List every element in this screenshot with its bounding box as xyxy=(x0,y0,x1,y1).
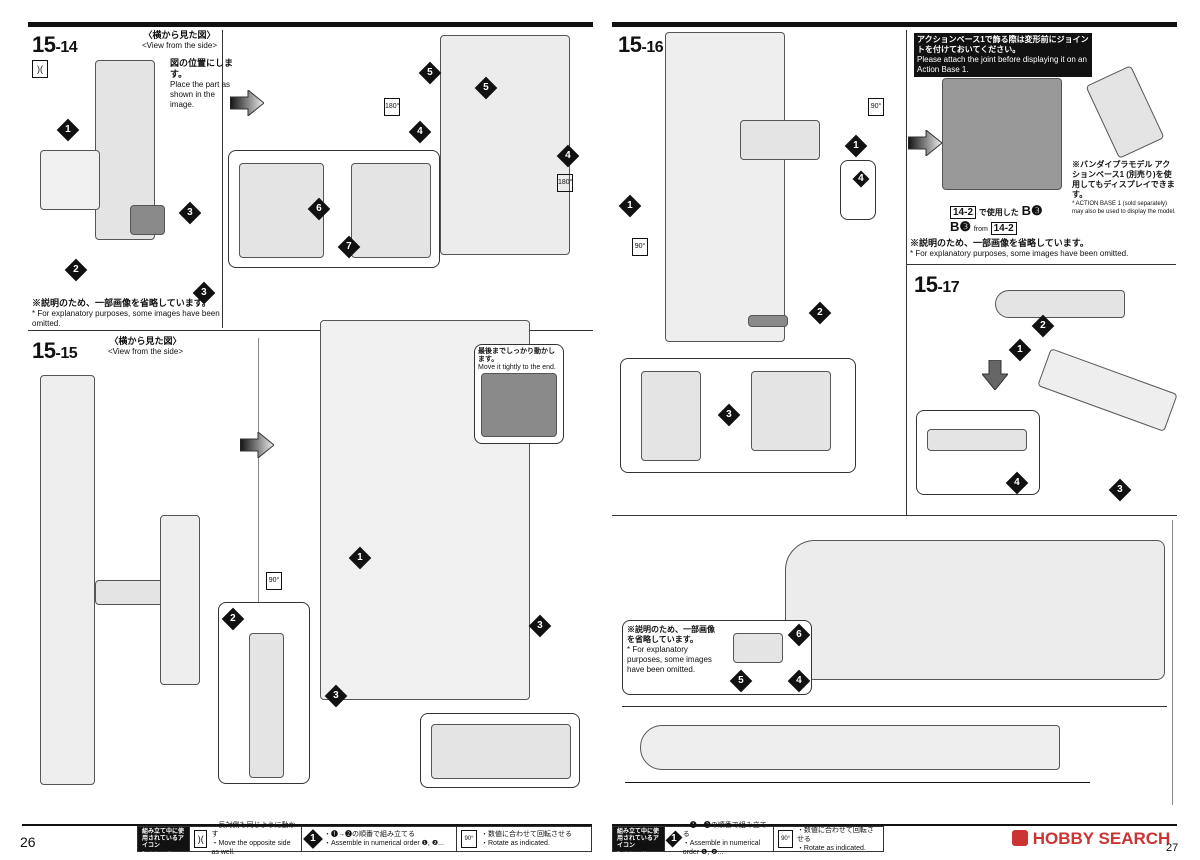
part-illustration xyxy=(40,150,100,210)
view-caption: 〈横から見た図〉<View from the side> xyxy=(142,30,218,51)
next-arrow-icon xyxy=(908,130,942,156)
part-illustration xyxy=(40,375,95,785)
action-base-joint xyxy=(1085,65,1165,159)
rotate-icon: 90° xyxy=(266,572,282,590)
part-illustration xyxy=(351,163,431,258)
step-marker-1: 1 xyxy=(56,118,80,142)
part-illustration xyxy=(740,120,820,160)
move-opposite-icon: )( xyxy=(32,60,48,78)
part-illustration xyxy=(665,32,785,342)
step-marker-3: 3 xyxy=(717,403,741,427)
divider xyxy=(906,264,1176,265)
step-marker-2: 2 xyxy=(808,301,832,325)
next-arrow-icon xyxy=(230,90,264,116)
divider xyxy=(612,515,1177,516)
logo-icon xyxy=(1012,830,1028,846)
ground-line xyxy=(625,782,1090,783)
next-arrow-icon xyxy=(240,432,274,458)
part-illustration xyxy=(927,429,1027,451)
rotate-icon: 180° xyxy=(384,98,400,116)
view-caption: 〈横から見た図〉<View from the side> xyxy=(108,336,184,356)
detail-inset: 6 7 xyxy=(228,150,440,268)
rotate-icon: 90° xyxy=(778,830,793,848)
step-marker-2: 2 xyxy=(221,607,245,631)
watermark-logo: HOBBY SEARCH xyxy=(1012,829,1170,849)
part-illustration xyxy=(785,540,1165,680)
page-number: 26 xyxy=(20,834,36,850)
rotate-icon: 180° xyxy=(557,174,573,192)
detail-inset xyxy=(420,713,580,788)
part-illustration xyxy=(1037,348,1178,432)
footer-rule xyxy=(612,824,1177,826)
step-marker-2: 2 xyxy=(1031,314,1055,338)
step-marker-2: 2 xyxy=(64,258,88,282)
action-base-notice: アクションベース1で飾る際は変形前にジョイントを付けておいてください。Pleas… xyxy=(914,33,1092,77)
rotate-icon: 90° xyxy=(461,830,477,848)
part-illustration xyxy=(748,315,788,327)
rotate-icon: 90° xyxy=(868,98,884,116)
rotate-icon: 90° xyxy=(632,238,648,256)
step-order-icon: 1 xyxy=(665,830,683,848)
detail-inset: 4 xyxy=(840,160,876,220)
callout: 図の位置にします。Place the part as shown in the … xyxy=(170,58,234,109)
part-photo xyxy=(942,78,1062,190)
step-number-15-14: 15-14 xyxy=(32,32,78,57)
part-illustration xyxy=(95,580,165,605)
part-illustration xyxy=(249,633,284,778)
part-illustration xyxy=(641,371,701,461)
part-illustration xyxy=(751,371,831,451)
omitted-note: ※説明のため、一部画像を省略しています。* For explanatory pu… xyxy=(32,298,220,328)
step-marker-4: 4 xyxy=(787,669,811,693)
step-marker-6: 6 xyxy=(787,623,811,647)
part-photo xyxy=(481,373,557,437)
step-marker-3: 3 xyxy=(528,614,552,638)
step-number-15-16: 15-16 xyxy=(618,32,664,57)
part-illustration xyxy=(640,725,1060,770)
step-marker-1: 1 xyxy=(844,134,868,158)
detail-inset: ※説明のため、一部画像を省略しています。* For explanatory pu… xyxy=(622,620,812,695)
action-base-note: ※バンダイプラモデル アクションベース1 (別売り)を使用してもディスプレイでき… xyxy=(1072,160,1176,215)
detail-inset: 2 xyxy=(218,602,310,784)
step-marker-4: 4 xyxy=(1005,471,1029,494)
omitted-note: ※説明のため、一部画像を省略しています。* For explanatory pu… xyxy=(910,238,1129,258)
step-number-15-17: 15-17 xyxy=(914,272,960,297)
detail-inset: 最後までしっかり動かします。Move it tightly to the end… xyxy=(474,344,564,444)
step-marker-3: 3 xyxy=(178,201,202,225)
step-marker-1: 1 xyxy=(618,194,642,218)
divider xyxy=(28,330,593,331)
down-arrow-icon xyxy=(982,360,1008,390)
part-illustration xyxy=(160,515,200,685)
top-rule xyxy=(28,22,593,27)
step-marker-3: 3 xyxy=(1108,478,1132,502)
divider xyxy=(1172,520,1173,805)
part-illustration xyxy=(130,205,165,235)
step-marker-4: 4 xyxy=(852,170,870,188)
step-order-icon: 1 xyxy=(303,829,323,849)
footer-rule xyxy=(22,824,592,826)
divider xyxy=(622,706,1167,707)
step-marker-1: 1 xyxy=(1008,338,1032,362)
part-illustration xyxy=(733,633,783,663)
move-opposite-icon: )( xyxy=(194,830,208,848)
divider xyxy=(222,30,223,328)
part-illustration xyxy=(431,724,571,779)
page-number: 27 xyxy=(1166,842,1179,854)
detail-inset: 3 xyxy=(620,358,856,473)
part-illustration xyxy=(440,35,570,255)
top-rule xyxy=(612,22,1177,27)
part-illustration xyxy=(995,290,1125,318)
step-marker-4: 4 xyxy=(408,120,432,144)
divider xyxy=(258,338,259,778)
divider xyxy=(906,30,907,515)
step-marker-5: 5 xyxy=(729,669,753,693)
detail-inset: 4 xyxy=(916,410,1040,495)
step-number-15-15: 15-15 xyxy=(32,338,78,363)
step-marker-5: 5 xyxy=(418,61,442,85)
